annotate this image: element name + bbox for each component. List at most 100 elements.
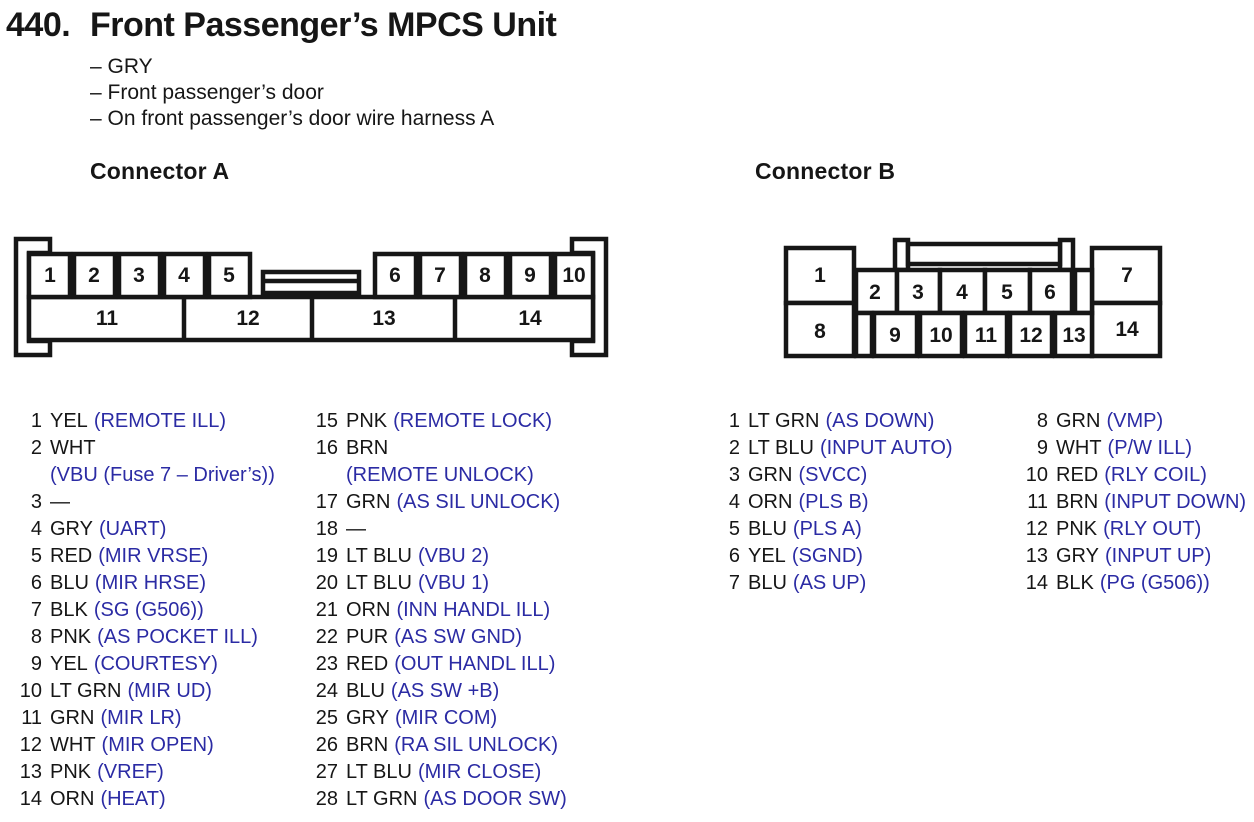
connector-a-cavity-3 bbox=[116, 251, 163, 300]
connector-b-cavity-10 bbox=[917, 310, 965, 359]
pin-number: 25 bbox=[315, 707, 338, 729]
wire-color: PNK bbox=[50, 626, 92, 648]
signal-name: (VBU 2) bbox=[417, 545, 490, 567]
connector-b-pin-14-label: 14 bbox=[1115, 318, 1139, 341]
signal-name: (AS POCKET ILL) bbox=[97, 626, 258, 648]
pin-number: 27 bbox=[315, 761, 338, 783]
pin-number: 8 bbox=[1036, 410, 1048, 432]
connector-b-cavity-11 bbox=[962, 310, 1010, 359]
note-harness: – On front passenger’s door wire harness… bbox=[90, 107, 495, 130]
pin-number: 2 bbox=[30, 437, 42, 459]
signal-name: (SVCC) bbox=[798, 464, 868, 486]
pin-number: 26 bbox=[315, 734, 338, 756]
pin-number: 14 bbox=[19, 788, 42, 810]
connector-a-pin-14-label: 14 bbox=[518, 307, 542, 330]
connector-a-pin-9-label: 9 bbox=[524, 264, 536, 287]
connector-a-pin-5-label: 5 bbox=[223, 264, 235, 287]
wire-color: WHT bbox=[50, 734, 96, 756]
signal-name: (INPUT DOWN) bbox=[1104, 491, 1247, 513]
pin-number: 5 bbox=[30, 545, 42, 567]
pin-number: 22 bbox=[315, 626, 338, 648]
connector-a-pin-10-label: 10 bbox=[562, 264, 586, 287]
connector-b-pin-6-label: 6 bbox=[1044, 281, 1056, 304]
signal-name: (RLY COIL) bbox=[1104, 464, 1207, 486]
connector-b-cavity-9 bbox=[871, 310, 920, 359]
wire-color: WHT bbox=[50, 437, 96, 459]
wire-color: ORN bbox=[50, 788, 95, 810]
connector-b-pin-2-label: 2 bbox=[869, 281, 881, 304]
signal-name: (AS DOWN) bbox=[825, 410, 935, 432]
connector-a-cavity-8 bbox=[462, 251, 509, 300]
connector-b-cavity-14 bbox=[1089, 300, 1163, 359]
connector-a-pin-7-label: 7 bbox=[434, 264, 446, 287]
wire-color: BRN bbox=[346, 437, 389, 459]
connector-b-pin-4-label: 4 bbox=[956, 281, 968, 304]
wire-color: RED bbox=[346, 653, 389, 675]
connector-a-cavity-10 bbox=[552, 251, 596, 300]
connector-a-cavity-5 bbox=[206, 251, 253, 300]
pin-number: 10 bbox=[1025, 464, 1048, 486]
connector-b-blank-cell-top bbox=[1072, 267, 1095, 316]
wire-color: GRN bbox=[1056, 410, 1101, 432]
connector-b-pin-7-label: 7 bbox=[1121, 264, 1133, 287]
connector-b-pin-10-label: 10 bbox=[929, 324, 953, 347]
connector-a-cavity-7 bbox=[417, 251, 464, 300]
wire-color: YEL bbox=[50, 653, 88, 675]
pin-number: 2 bbox=[728, 437, 740, 459]
wire-color: PUR bbox=[346, 626, 389, 648]
signal-name: (MIR UD) bbox=[127, 680, 212, 702]
connector-a-diagram: 1 2 3 4 5 6 7 8 9 10 11 12 13 14 bbox=[13, 236, 609, 358]
pin-number: 7 bbox=[728, 572, 740, 594]
connector-a-pin-3-label: 3 bbox=[133, 264, 145, 287]
signal-name: (MIR COM) bbox=[394, 707, 498, 729]
signal-name: (PLS B) bbox=[798, 491, 869, 513]
pin-list-row: 3— bbox=[14, 489, 275, 516]
pin-number: 20 bbox=[315, 572, 338, 594]
connector-b-pin-11-label: 11 bbox=[974, 324, 998, 347]
signal-name: (AS DOOR SW) bbox=[423, 788, 567, 810]
connector-a-pin-8-label: 8 bbox=[479, 264, 491, 287]
pin-number: 4 bbox=[728, 491, 740, 513]
pin-number: 17 bbox=[315, 491, 338, 513]
wire-color: LT BLU bbox=[748, 437, 814, 459]
connector-b-cavity-13 bbox=[1052, 310, 1095, 359]
wire-color: GRN bbox=[50, 707, 95, 729]
connector-b-heading: Connector B bbox=[755, 158, 896, 184]
pin-number: 3 bbox=[30, 491, 42, 513]
connector-a-cavity-9 bbox=[507, 251, 554, 300]
signal-name: (P/W ILL) bbox=[1107, 437, 1192, 459]
wire-color: GRN bbox=[346, 491, 391, 513]
wire-color: LT GRN bbox=[346, 788, 418, 810]
pin-number: 9 bbox=[1036, 437, 1048, 459]
signal-name: (INPUT AUTO) bbox=[819, 437, 953, 459]
wire-color: ORN bbox=[748, 491, 793, 513]
pin-number: 7 bbox=[30, 599, 42, 621]
connector-b-pin-3-label: 3 bbox=[912, 281, 924, 304]
wire-color: BLK bbox=[50, 599, 88, 621]
pin-number: 23 bbox=[315, 653, 338, 675]
pin-list-row: 18— bbox=[310, 516, 567, 543]
page-title: Front Passenger’s MPCS Unit bbox=[90, 6, 557, 44]
wire-color: PNK bbox=[1056, 518, 1098, 540]
pin-list-row: 2 LT BLU(INPUT AUTO) bbox=[712, 435, 953, 462]
connector-a-cavity-6 bbox=[372, 251, 419, 300]
signal-name: (REMOTE ILL) bbox=[93, 410, 227, 432]
connector-b-pin-8-label: 8 bbox=[814, 320, 826, 343]
connector-b-pin-5-label: 5 bbox=[1001, 281, 1013, 304]
connector-b-cavity-12 bbox=[1007, 310, 1055, 359]
wire-color: LT BLU bbox=[346, 572, 412, 594]
connector-notes: – GRY – Front passenger’s door – On fron… bbox=[90, 54, 494, 132]
